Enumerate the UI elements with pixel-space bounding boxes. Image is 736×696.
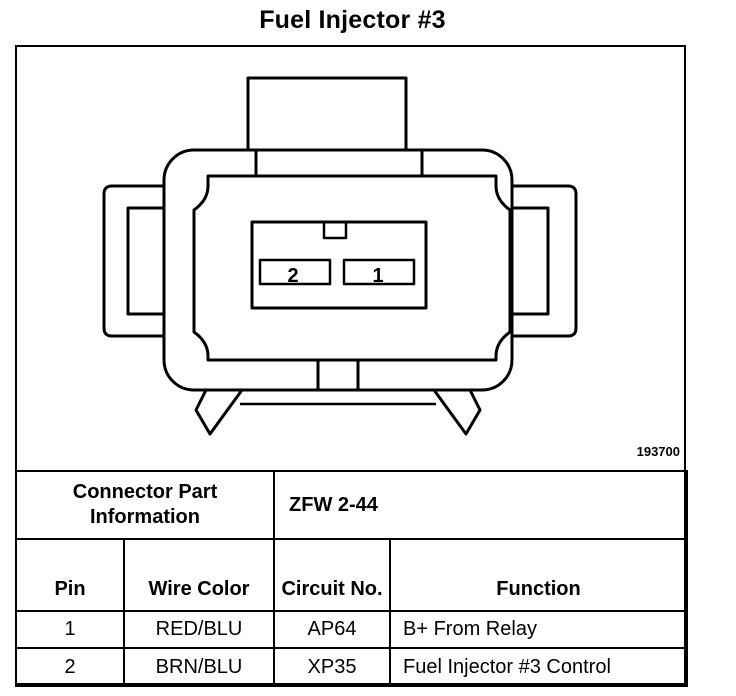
connector-info-table: Connector Part Information ZFW 2-44 Pin … [14,470,689,687]
table-row: 2 BRN/BLU XP35 Fuel Injector #3 Control [15,647,689,687]
col-header-circuit: Circuit No. [273,538,392,612]
page-title: Fuel Injector #3 [259,6,446,34]
connector-inner-body [192,174,512,362]
column-header-row: Pin Wire Color Circuit No. Function [15,538,689,612]
figure-number: 193700 [636,444,680,459]
connector-shell [162,148,514,392]
pin-1-label: 1 [372,265,383,287]
row-pin: 1 [15,610,125,649]
row-pin: 2 [15,647,125,687]
key-notch [322,220,348,240]
left-lock-finger [194,389,244,436]
table-row: 1 RED/BLU AP64 B+ From Relay [15,610,689,649]
row-wire-color: RED/BLU [122,610,276,649]
part-info-label: Connector Part Information [14,470,276,540]
pin-2-slot [258,258,332,286]
right-lock-finger [432,389,482,436]
part-info-row: Connector Part Information ZFW 2-44 [14,470,689,540]
pin-1-slot [342,258,416,286]
row-circuit: XP35 [273,647,392,687]
col-header-function: Function [389,538,689,612]
connector-latch [246,76,408,152]
connector-drawing: 2 1 [102,76,578,436]
row-function: B+ From Relay [389,610,689,649]
terminal-cavity [250,220,428,310]
row-function: Fuel Injector #3 Control [389,647,689,687]
col-header-wire-color: Wire Color [122,538,276,612]
part-info-value: ZFW 2-44 [273,470,689,540]
row-wire-color: BRN/BLU [122,647,276,687]
row-circuit: AP64 [273,610,392,649]
col-header-pin: Pin [15,538,125,612]
pin-2-label: 2 [287,265,298,287]
